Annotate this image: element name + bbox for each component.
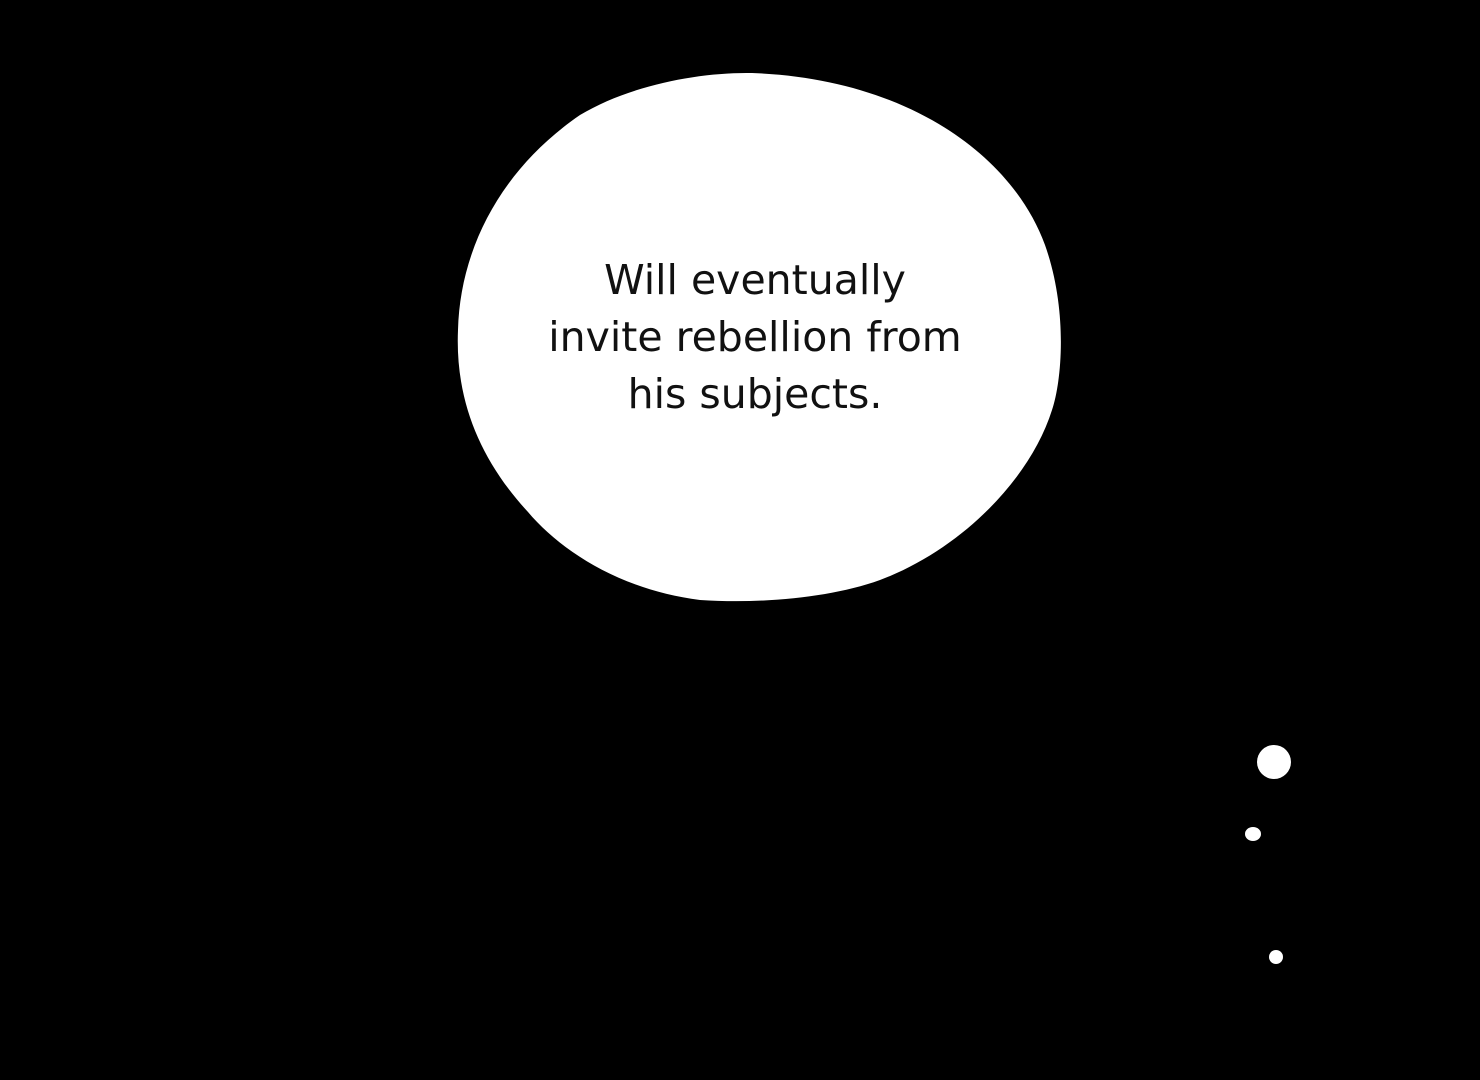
bubble-line-3: his subjects.	[627, 370, 883, 418]
trail-dot-large	[1257, 745, 1291, 779]
speech-bubble	[457, 72, 1061, 602]
trail-dot-small	[1269, 950, 1283, 964]
bubble-line-2: invite rebellion from	[548, 313, 962, 361]
trail-dot-medium	[1245, 827, 1261, 841]
bubble-line-1: Will eventually	[604, 256, 906, 304]
bubble-text: Will eventually invite rebellion from hi…	[490, 252, 1020, 423]
